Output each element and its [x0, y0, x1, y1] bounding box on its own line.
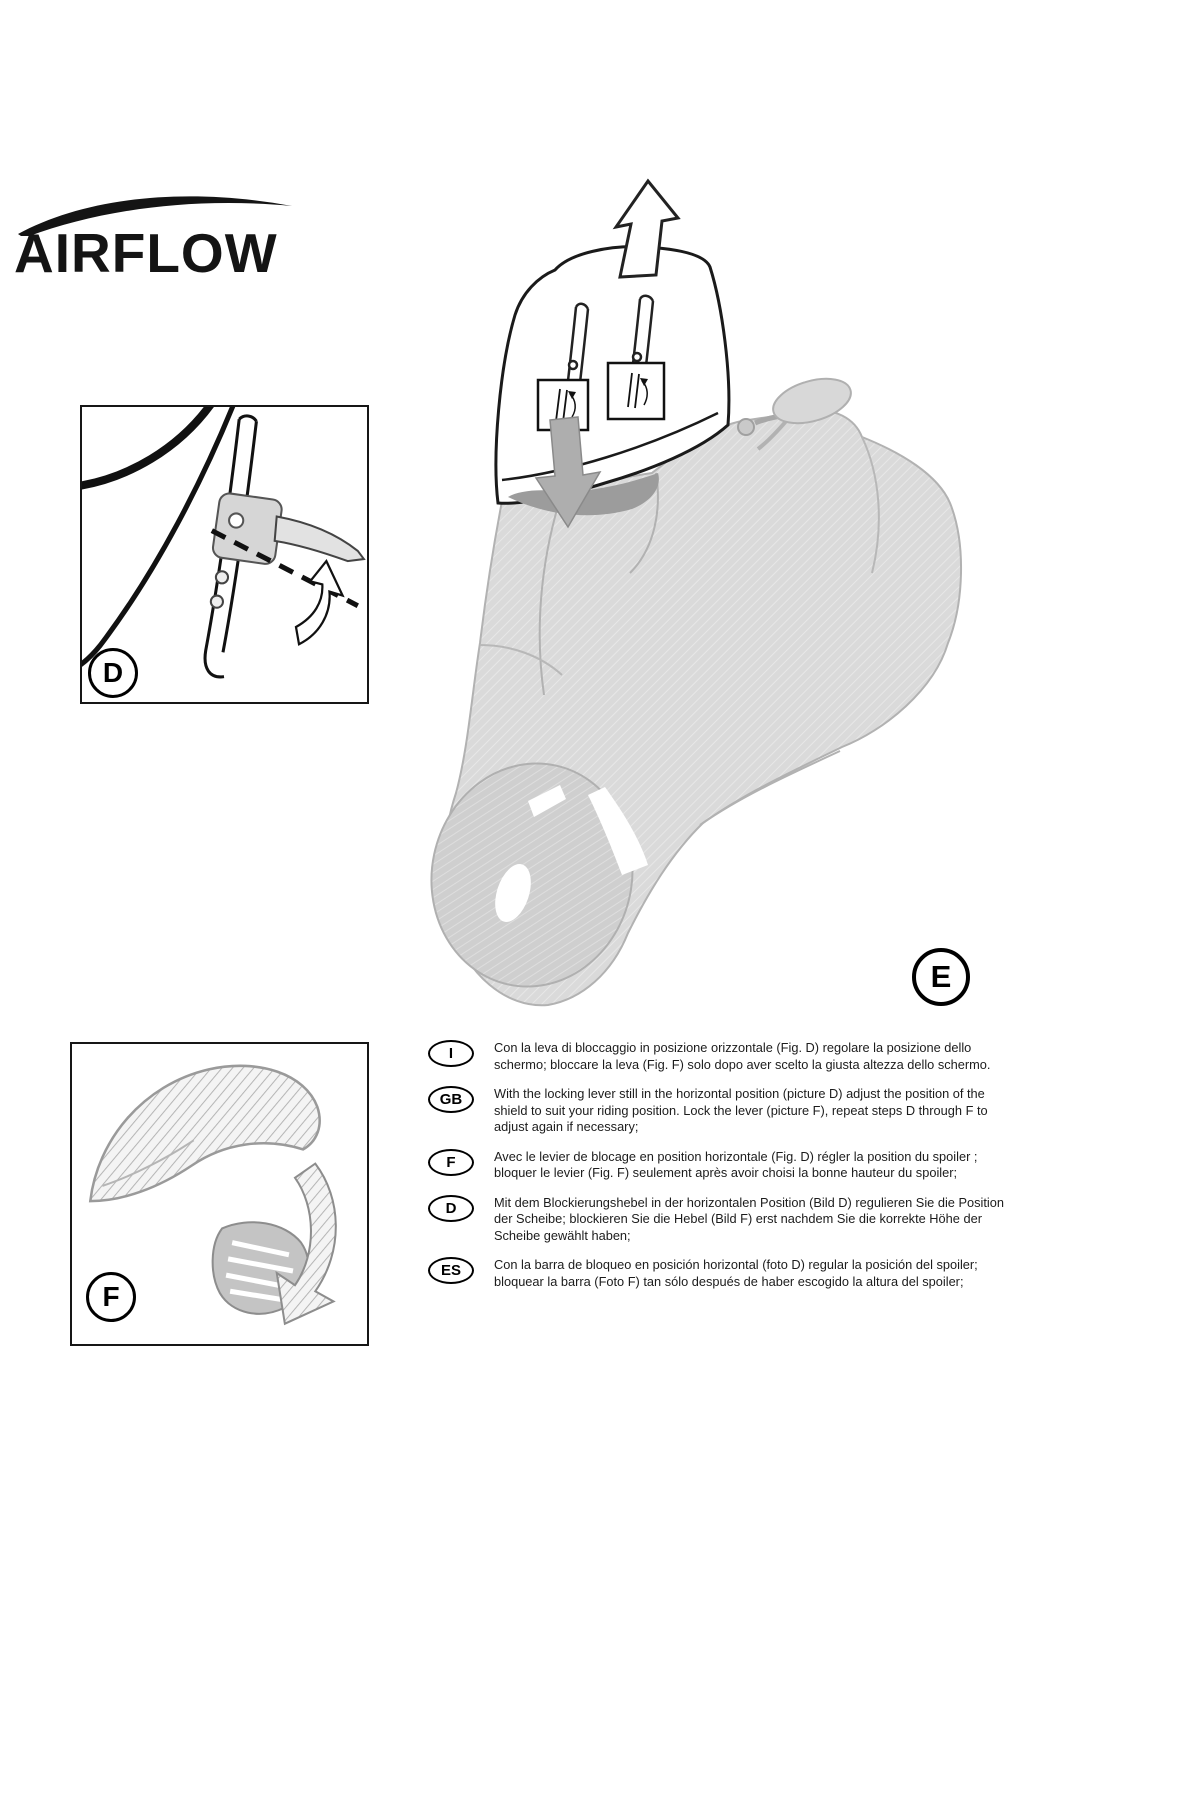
instruction-text-es: Con la barra de bloqueo en posición hori… [494, 1257, 978, 1289]
figure-f-box: F [70, 1042, 369, 1346]
lever-mechanism [209, 492, 366, 609]
brand-name: AIRFLOW [14, 222, 278, 284]
instruction-item-gb: GB With the locking lever still in the h… [428, 1086, 1020, 1136]
instruction-item-d: D Mit dem Blockierungshebel in der horiz… [428, 1194, 1020, 1245]
figure-e-letter: E [930, 959, 952, 994]
scooter-illustration [430, 178, 963, 1007]
lang-badge-es: ES [428, 1257, 474, 1284]
instruction-text-i: Con la leva di bloccaggio in posizione o… [494, 1040, 991, 1072]
front-wheel [430, 762, 648, 988]
lang-badge-gb: GB [428, 1086, 474, 1113]
figure-d-box: D [80, 405, 369, 704]
lock-arrow-icon [275, 1162, 337, 1326]
windscreen-corner [88, 1064, 321, 1203]
logo-swoosh-icon [18, 196, 292, 236]
figure-e-label: E [912, 948, 970, 1006]
lang-badge-d: D [428, 1194, 474, 1222]
instruction-text-d: Mit dem Blockierungshebel in der horizon… [494, 1194, 1005, 1243]
figure-d-letter: D [102, 657, 124, 688]
figure-f-label: F [86, 1272, 136, 1322]
instructions-list: I Con la leva di bloccaggio in posizione… [428, 1040, 1020, 1290]
instruction-item-i: I Con la leva di bloccaggio in posizione… [428, 1040, 1020, 1073]
figure-d-label: D [88, 648, 138, 698]
instruction-item-es: ES Con la barra de bloqueo en posición h… [428, 1257, 1020, 1290]
callout-box-right [606, 361, 666, 421]
down-arrow-icon [534, 416, 602, 529]
windscreen-lower-edge [501, 411, 719, 482]
up-arrow-icon [612, 178, 681, 279]
mirror [756, 377, 852, 451]
lang-badge-i: I [428, 1040, 474, 1067]
instruction-item-f: F Avec le levier de blocage en position … [428, 1148, 1020, 1182]
windscreen-edge [82, 407, 236, 667]
brand-logo: AIRFLOW [14, 190, 314, 281]
lang-badge-f: F [428, 1148, 474, 1176]
rotate-arrow-icon [294, 558, 345, 646]
instruction-text-gb: With the locking lever still in the hori… [494, 1086, 988, 1134]
instruction-text-f: Avec le levier de blocage en position ho… [494, 1148, 978, 1181]
figure-f-letter: F [102, 1281, 120, 1312]
